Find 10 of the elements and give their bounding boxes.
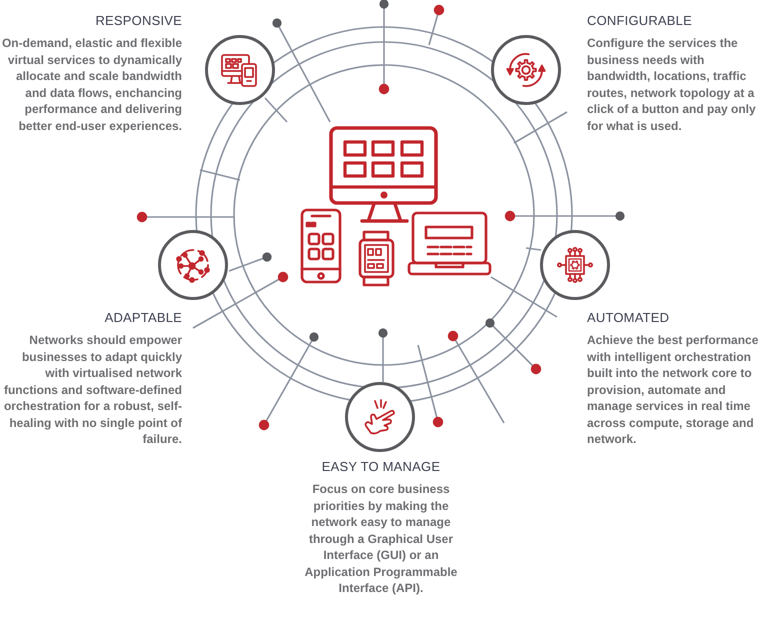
feature-heading: CONFIGURABLE [587, 13, 692, 29]
feature-description: Achieve the best performance with intelligent orchestration built into the network core to provision, automate and manage services in real time across compute, storage and network. [587, 332, 760, 448]
feature-description: On-demand, elastic and flexible virtual services to dynamically allocate and scale bandwidth and data flows, enchancing performance and delivering better end-user experiences. [0, 35, 182, 134]
feature-heading: AUTOMATED [587, 310, 670, 326]
feature-heading: ADAPTABLE [104, 310, 182, 326]
feature-description: Configure the services the business needs with bandwidth, locations, traffic routes, network topology at a click of a button and pay only for what is used. [587, 35, 757, 134]
feature-heading: RESPONSIVE [95, 13, 182, 29]
feature-description: Focus on core business priorities by making the network easy to manage through a Graphical User Interface (GUI) or an Application Programmable Interface (API). [304, 481, 458, 596]
feature-heading: EASY TO MANAGE [322, 459, 440, 475]
feature-description: Networks should empower businesses to adapt quickly with virtualised network functions and software-defined orchestration for a robust, self-healing with no single point of failure. [2, 332, 182, 448]
